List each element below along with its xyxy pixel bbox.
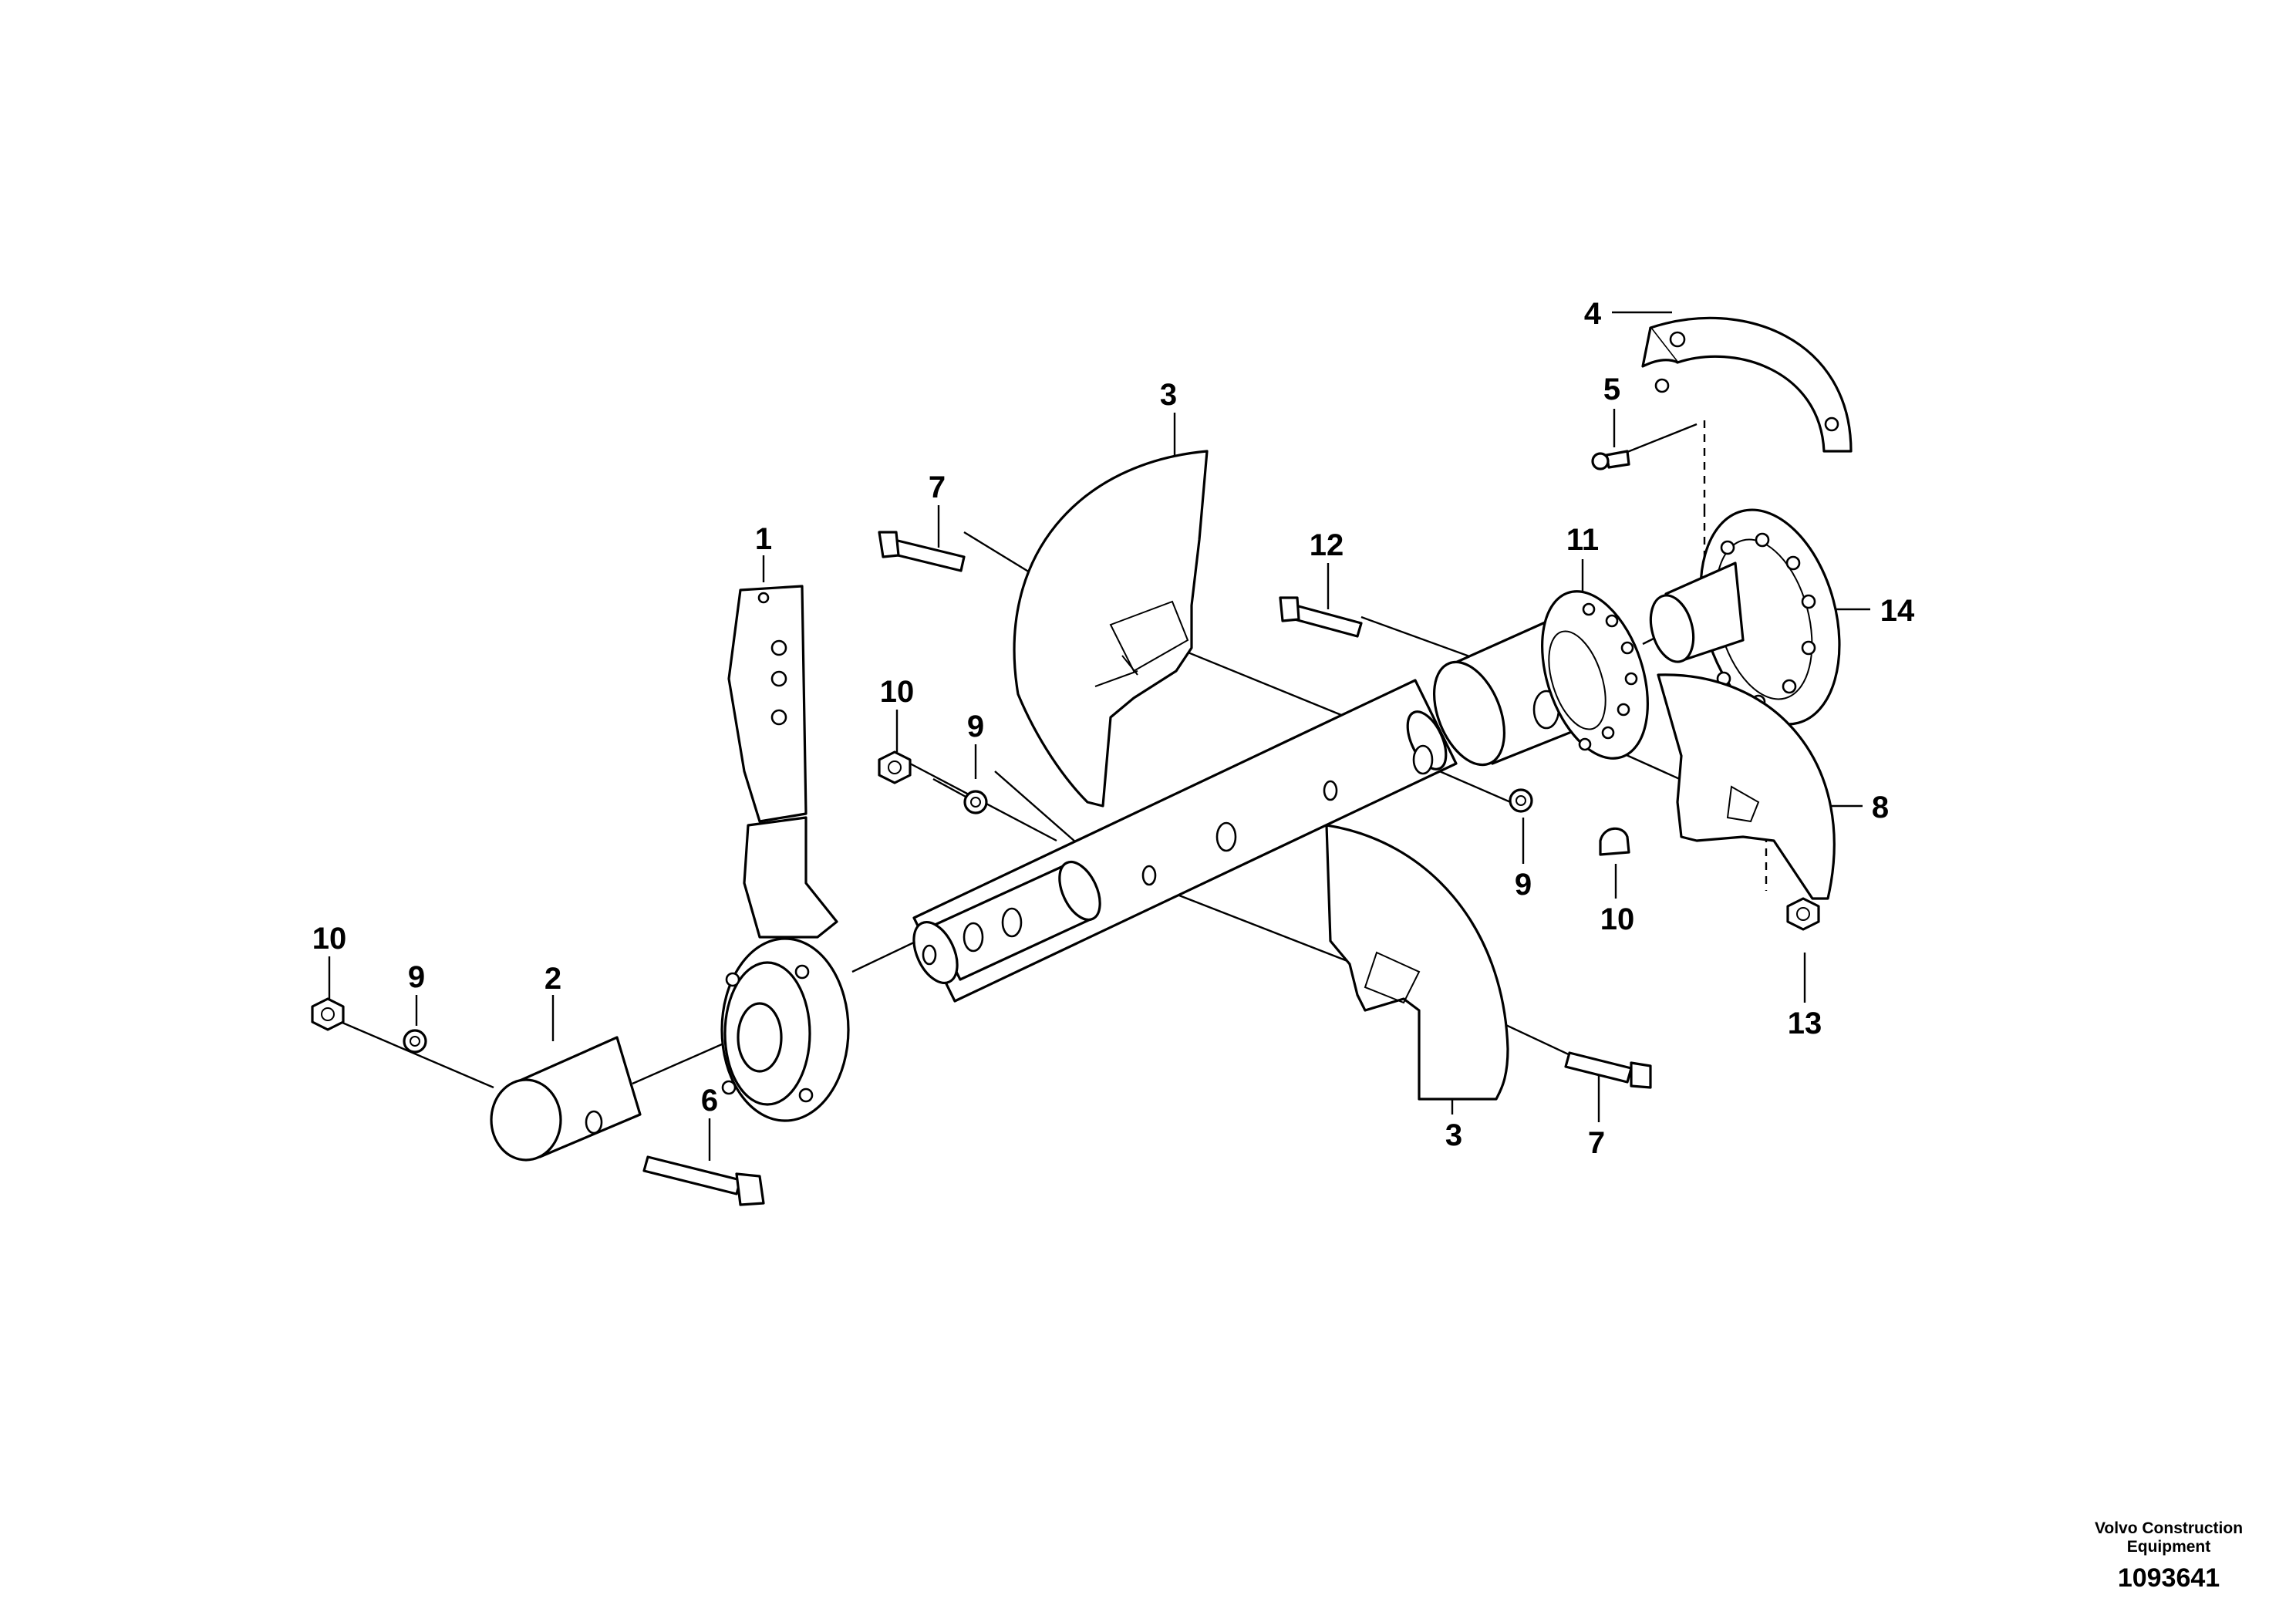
callout-6: 6: [701, 1084, 718, 1118]
callout-9-left: 9: [408, 960, 425, 994]
hub-flange: [1649, 508, 1841, 726]
sleeve: [490, 1036, 642, 1162]
callout-4: 4: [1584, 297, 1602, 331]
lever-arm: [720, 585, 850, 1122]
brand-line-1: Volvo Construction: [2095, 1519, 2243, 1537]
bolts: [642, 450, 1652, 1206]
callout-11: 11: [1566, 523, 1599, 557]
callout-1: 1: [755, 522, 772, 556]
callout-10-right: 10: [1600, 902, 1635, 936]
half-ring-cover: [1641, 316, 1853, 453]
callout-5: 5: [1603, 373, 1620, 406]
callout-10-center: 10: [880, 675, 915, 709]
callout-7-top: 7: [929, 470, 946, 504]
blade-right: [1657, 673, 1836, 900]
blade-top: [1013, 450, 1209, 808]
callout-14: 14: [1880, 594, 1915, 628]
illustration-code: 1093641: [2118, 1563, 2220, 1593]
callout-9-right: 9: [1515, 868, 1532, 902]
callout-7-bottom: 7: [1588, 1126, 1605, 1160]
callout-13: 13: [1788, 1007, 1822, 1040]
callout-9-center: 9: [967, 710, 984, 744]
callout-12: 12: [1310, 528, 1344, 562]
footer-brand: Volvo Construction Equipment 1093641: [2095, 1519, 2243, 1593]
flange-disc: [1541, 590, 1649, 760]
brand-line-2: Equipment: [2127, 1538, 2211, 1556]
callout-labels: 1 2 3 3 4 5 6 7 7 8 9 9 9 10 10 10 11 12…: [312, 297, 1915, 1160]
nuts-and-washers: [311, 750, 1820, 1054]
callout-3-bottom: 3: [1445, 1118, 1462, 1152]
main-shaft: [912, 612, 1610, 1003]
blade-bottom: [1325, 824, 1509, 1101]
callout-8: 8: [1872, 791, 1889, 824]
callout-2: 2: [544, 962, 561, 996]
callout-pointers: [328, 311, 1870, 1161]
callout-3-top: 3: [1160, 378, 1177, 412]
callout-10-left: 10: [312, 922, 347, 956]
